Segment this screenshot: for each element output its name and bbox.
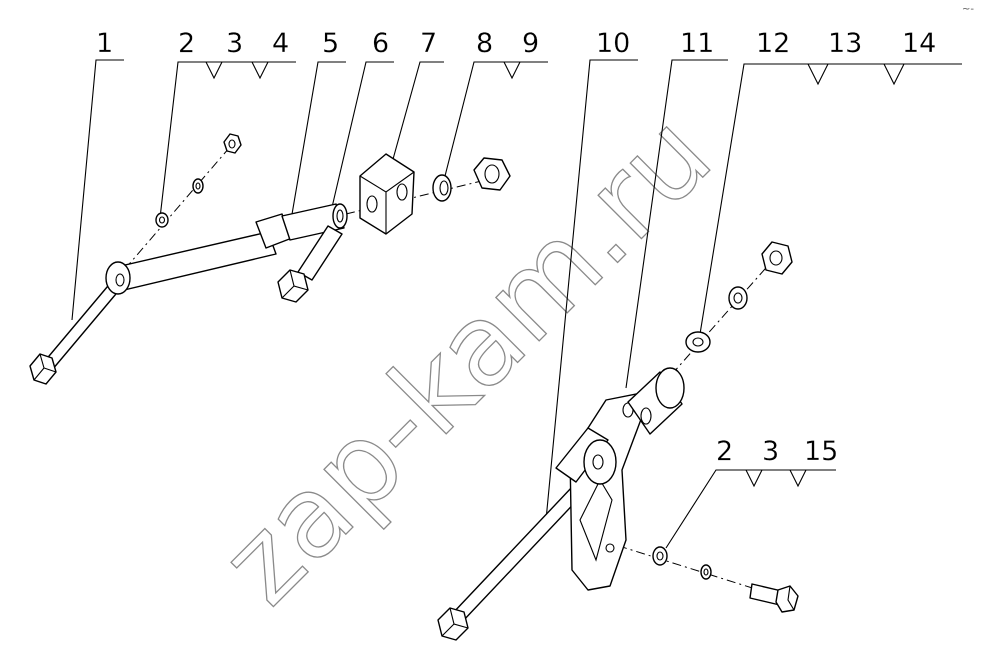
callout-2: 2 xyxy=(178,28,195,59)
callout-6: 6 xyxy=(372,28,389,59)
corner-mark: ~- xyxy=(962,4,974,15)
part-3-lock-washer xyxy=(192,178,204,194)
callout-lower-3: 3 xyxy=(762,436,779,467)
callout-3: 3 xyxy=(226,28,243,59)
callout-11: 11 xyxy=(680,28,714,59)
callout-10: 10 xyxy=(596,28,630,59)
leader-lines xyxy=(71,59,962,549)
tie-rod xyxy=(105,213,293,295)
callout-9: 9 xyxy=(522,28,539,59)
part-10-bolt xyxy=(437,467,601,641)
callout-lower-2: 2 xyxy=(716,436,733,467)
callout-lower-15: 15 xyxy=(804,436,838,467)
part-12-bushing xyxy=(627,367,685,435)
part-7-block xyxy=(359,153,415,235)
callout-12: 12 xyxy=(756,28,790,59)
part-15-bolt xyxy=(749,583,799,613)
callout-8: 8 xyxy=(476,28,493,59)
part-14-nut xyxy=(761,241,793,275)
callout-13: 13 xyxy=(828,28,862,59)
part-2-washer xyxy=(155,212,169,228)
callout-14: 14 xyxy=(902,28,936,59)
part-3-lock-washer-lower xyxy=(700,564,712,580)
part-8-washer xyxy=(432,174,452,202)
part-13-washer xyxy=(685,331,711,353)
callout-4: 4 xyxy=(272,28,289,59)
callout-1: 1 xyxy=(96,28,113,59)
part-2-washer-lower xyxy=(652,546,668,566)
axis-left-bolt xyxy=(37,139,237,371)
part-9-nut xyxy=(473,157,511,191)
part-6-bolt xyxy=(277,225,343,303)
callout-5: 5 xyxy=(322,28,339,59)
callout-7: 7 xyxy=(420,28,437,59)
part-13-lock-washer xyxy=(728,286,748,310)
watermark: zap-kam.ru xyxy=(197,90,736,629)
part-4-nut xyxy=(223,133,242,154)
part-11-bracket xyxy=(555,393,647,591)
